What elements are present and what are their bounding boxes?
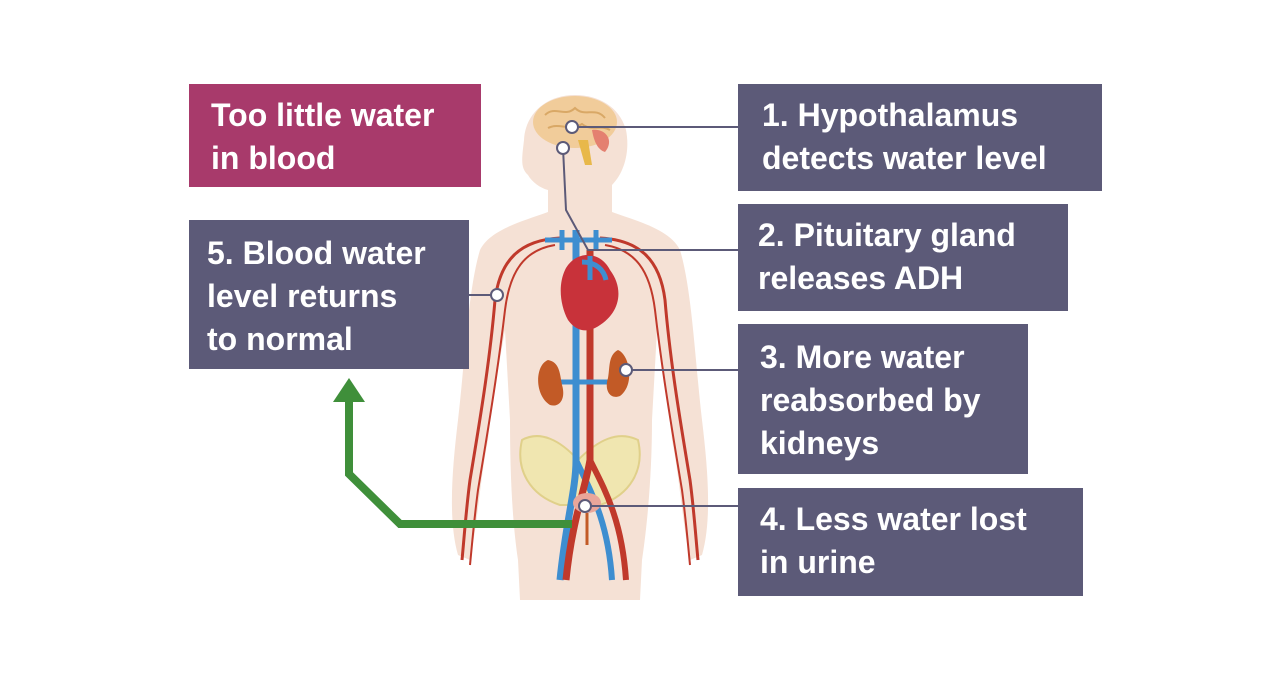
brainstem xyxy=(578,140,592,165)
left-arm-artery xyxy=(460,236,561,561)
marker-kidney xyxy=(619,363,633,377)
body-silhouette xyxy=(451,95,709,600)
step-4-label: 4. Less water lost in urine xyxy=(738,488,1083,596)
feedback-arrow xyxy=(333,378,572,528)
step-2-label: 2. Pituitary gland releases ADH xyxy=(738,204,1068,311)
aorta-right-leg xyxy=(587,458,629,581)
right-kidney xyxy=(606,350,630,397)
kidneys xyxy=(538,350,630,406)
right-arm-vein xyxy=(604,244,691,566)
feedback-arrow-head xyxy=(333,378,365,402)
step-3-label: 3. More water reabsorbed by kidneys xyxy=(738,324,1028,474)
heart-vessel xyxy=(581,256,609,281)
jugular xyxy=(545,230,612,250)
title-label: Too little water in blood xyxy=(189,84,481,187)
left-kidney xyxy=(538,360,564,406)
step-1-label: 1. Hypothalamus detects water level xyxy=(738,84,1102,191)
marker-bladder xyxy=(578,499,592,513)
connector-step2 xyxy=(562,147,738,251)
feedback-arrow-line xyxy=(345,400,572,528)
human-body xyxy=(451,95,709,600)
heart xyxy=(560,255,619,331)
marker-pituitary xyxy=(556,141,570,155)
marker-hypothalamus xyxy=(565,120,579,134)
step-5-label: 5. Blood water level returns to normal xyxy=(189,220,469,369)
marker-blood xyxy=(490,288,504,302)
cerebellum xyxy=(592,129,610,152)
markers xyxy=(490,120,633,513)
right-arm-artery xyxy=(599,236,700,561)
